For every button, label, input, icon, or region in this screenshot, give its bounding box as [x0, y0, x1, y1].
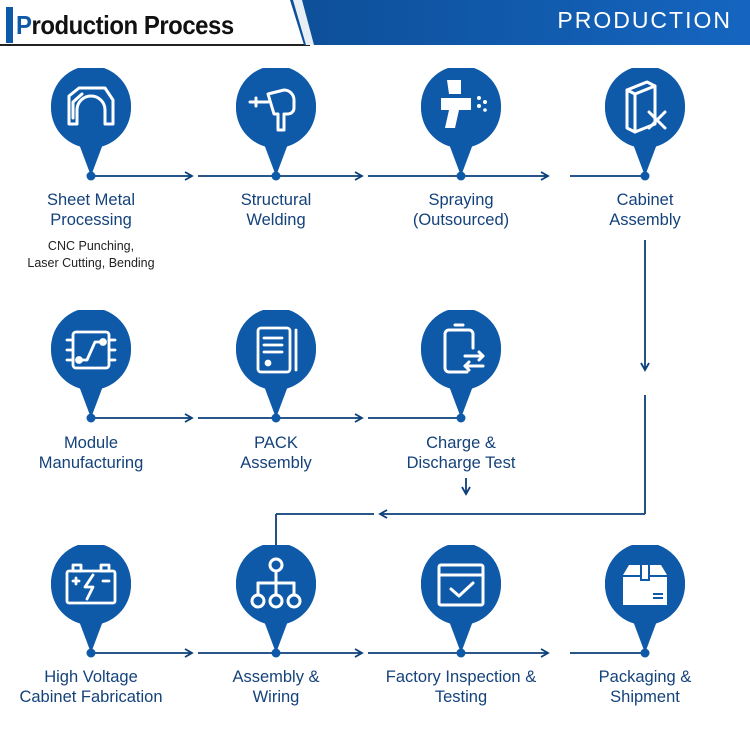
inspection-check-icon [421, 545, 501, 653]
battery-pack-icon [236, 310, 316, 418]
step-label-packaging-shipment: Packaging &Shipment [598, 668, 692, 706]
welding-torch-icon [236, 68, 316, 176]
wiring-tree-icon [236, 545, 316, 653]
step-label-spraying: Spraying(Outsourced) [412, 191, 510, 229]
spray-gun-icon [421, 68, 501, 176]
battery-charge-icon [421, 310, 501, 418]
circuit-module-icon [51, 310, 131, 418]
step-label-assembly-wiring: Assembly &Wiring [232, 668, 320, 706]
page-title: Production Process [16, 10, 234, 40]
step-label-charge-discharge-test: Charge &Discharge Test [406, 434, 516, 472]
production-banner [290, 0, 750, 45]
title-underline [0, 44, 310, 46]
package-box-icon [605, 545, 685, 653]
cabinet-tools-icon [605, 68, 685, 176]
step-label-factory-inspection: Factory Inspection &Testing [385, 668, 537, 706]
step-sub-sheet-metal: CNC Punching,Laser Cutting, Bending [27, 239, 155, 270]
banner-text: PRODUCTION [557, 7, 732, 33]
header: Production Process PRODUCTION [0, 0, 750, 48]
hv-battery-icon [51, 545, 131, 653]
title-accent-bar [6, 7, 13, 43]
sheet-metal-icon [51, 68, 131, 176]
